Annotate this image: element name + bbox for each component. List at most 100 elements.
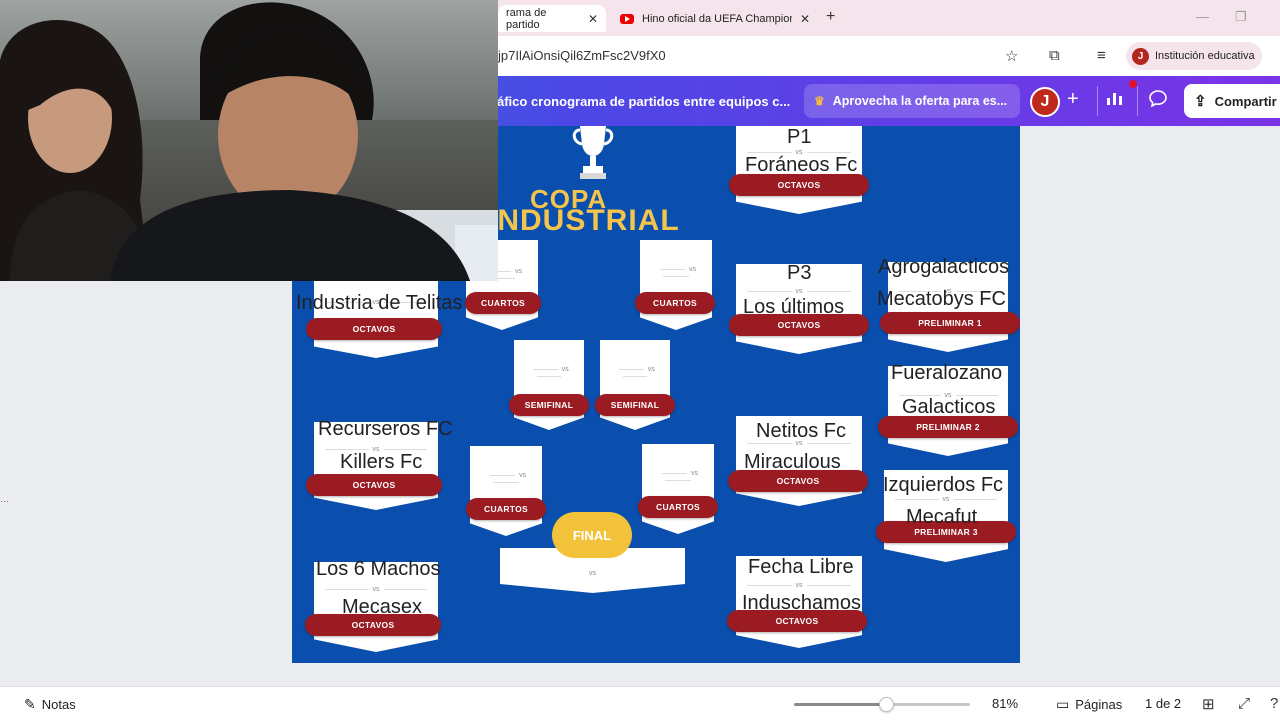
profile-chip[interactable]: J Institución educativa	[1126, 42, 1262, 70]
team-name: Miraculous	[744, 451, 841, 473]
close-tab-icon[interactable]: ✕	[799, 11, 811, 26]
tab-cronograma[interactable]: rama de partido ✕	[498, 5, 606, 32]
bottom-bar: ✎ Notas 81% ▭ Páginas 1 de 2 ⊞ ⤢ ?	[0, 686, 1280, 720]
star-icon[interactable]: ☆	[1005, 48, 1019, 65]
match-card: vs	[514, 340, 584, 430]
webcam-video	[0, 0, 498, 281]
notes-button[interactable]: ✎ Notas	[24, 696, 76, 713]
pages-label: Páginas	[1075, 697, 1123, 712]
team-name: Los últimos	[743, 296, 845, 318]
divider	[1097, 86, 1098, 116]
round-pill: OCTAVOS	[729, 174, 869, 196]
match-card: vs	[640, 240, 712, 330]
team-name: P3	[787, 262, 812, 284]
round-pill: CUARTOS	[635, 292, 715, 314]
round-pill: OCTAVOS	[727, 610, 867, 632]
match-card: vs	[600, 340, 670, 430]
team-name: Mecatobys FC	[877, 288, 1006, 310]
copa-title: COPA	[530, 184, 608, 214]
zoom-value[interactable]: 81%	[992, 696, 1019, 711]
team-name: Mecafut	[906, 506, 978, 528]
match-card: vs	[884, 470, 1008, 562]
tab-label: Hino oficial da UEFA Champion	[642, 12, 792, 25]
team-name: Fueralozano	[891, 362, 1003, 384]
tab-uefa[interactable]: Hino oficial da UEFA Champion ✕	[612, 5, 818, 32]
pages-grid-icon[interactable]: ⊞	[1202, 696, 1215, 713]
media-icon[interactable]: ≡	[1097, 47, 1106, 64]
round-pill: OCTAVOS	[306, 318, 442, 340]
final-pill: FINAL	[552, 512, 632, 558]
team-name: P1	[787, 126, 812, 148]
webcam-scene	[0, 2, 498, 281]
team-name: Induschamos	[742, 592, 861, 614]
fullscreen-icon[interactable]: ⤢	[1238, 695, 1251, 712]
user-avatar[interactable]: J	[1030, 87, 1060, 117]
round-pill: OCTAVOS	[728, 470, 868, 492]
notes-label: Notas	[41, 697, 76, 712]
share-label: Compartir	[1214, 93, 1277, 109]
crown-icon: ♛	[814, 94, 825, 108]
notes-icon: ✎	[24, 696, 36, 712]
team-name: Netitos Fc	[756, 420, 847, 442]
offer-label: Aprovecha la oferta para es...	[832, 94, 1008, 108]
round-pill: CUARTOS	[465, 292, 541, 314]
round-pill: SEMIFINAL	[595, 394, 675, 416]
pages-icon: ▭	[1056, 696, 1070, 712]
team-name: Agrogalacticos	[878, 256, 1010, 278]
zoom-slider[interactable]	[794, 697, 970, 712]
team-name: Galacticos	[902, 396, 996, 418]
team-name: Recurseros FC	[318, 418, 453, 440]
industrial-title: INDUSTRIAL	[488, 204, 680, 237]
offer-button[interactable]: ♛ Aprovecha la oferta para es...	[804, 84, 1020, 118]
zoom-slider-fill	[794, 703, 886, 706]
document-title[interactable]: áfico cronograma de partidos entre equip…	[497, 94, 791, 109]
youtube-icon	[620, 13, 634, 24]
match-card: vs	[470, 446, 542, 536]
round-pill: OCTAVOS	[729, 314, 869, 336]
team-name: Izquierdos Fc	[883, 474, 1004, 496]
url-text[interactable]: jp7IlAiOnsiQil6ZmFsc2V9fX0	[498, 48, 666, 63]
share-button[interactable]: ⇪ Compartir	[1184, 84, 1280, 118]
match-card: vs	[888, 366, 1008, 456]
match-card: vs	[642, 444, 714, 534]
round-pill: PRELIMINAR 2	[878, 416, 1018, 438]
round-pill: PRELIMINAR 3	[876, 521, 1016, 543]
page-count[interactable]: 1 de 2	[1145, 696, 1182, 711]
team-name: Mecasex	[342, 596, 423, 618]
match-card: vs	[314, 562, 438, 652]
team-name: Fecha Libre	[748, 556, 854, 578]
close-tab-icon[interactable]: ✕	[587, 11, 598, 26]
divider	[1137, 86, 1138, 116]
round-pill: PRELIMINAR 1	[880, 312, 1020, 334]
help-icon[interactable]: ?	[1270, 695, 1279, 712]
round-pill: SEMIFINAL	[509, 394, 589, 416]
comment-icon[interactable]	[1149, 90, 1167, 112]
match-card: vs	[736, 264, 862, 354]
round-pill: OCTAVOS	[305, 614, 441, 636]
notification-dot	[1129, 80, 1137, 88]
round-pill: CUARTOS	[638, 496, 718, 518]
new-tab-button[interactable]: +	[826, 8, 836, 25]
minimize-icon[interactable]: —	[1196, 9, 1209, 24]
match-card: vs	[736, 126, 862, 214]
team-name: Industria de Telitas Fc	[296, 292, 491, 314]
round-pill: OCTAVOS	[306, 474, 442, 496]
extensions-icon[interactable]: ⧉	[1049, 47, 1060, 64]
pages-button[interactable]: ▭ Páginas	[1056, 696, 1122, 713]
side-marker: …	[0, 494, 9, 504]
team-name: Foráneos Fc	[745, 154, 858, 176]
add-collaborator-icon[interactable]: +	[1067, 88, 1079, 110]
match-card: vs	[736, 556, 862, 648]
match-card: vs	[314, 276, 438, 358]
share-icon: ⇪	[1194, 93, 1207, 110]
chart-icon[interactable]	[1106, 90, 1124, 111]
team-name: Killers Fc	[340, 451, 423, 473]
trophy-icon	[572, 126, 614, 179]
restore-icon[interactable]: ❐	[1235, 9, 1247, 24]
design-canvas[interactable]: COPA INDUSTRIAL vs OCTAVOS Industria de …	[292, 126, 1020, 663]
profile-label: Institución educativa	[1155, 50, 1255, 62]
round-pill: CUARTOS	[466, 498, 546, 520]
team-name: Los 6 Machos	[316, 558, 441, 580]
match-card: vs	[888, 262, 1008, 352]
zoom-slider-handle[interactable]	[878, 697, 894, 712]
